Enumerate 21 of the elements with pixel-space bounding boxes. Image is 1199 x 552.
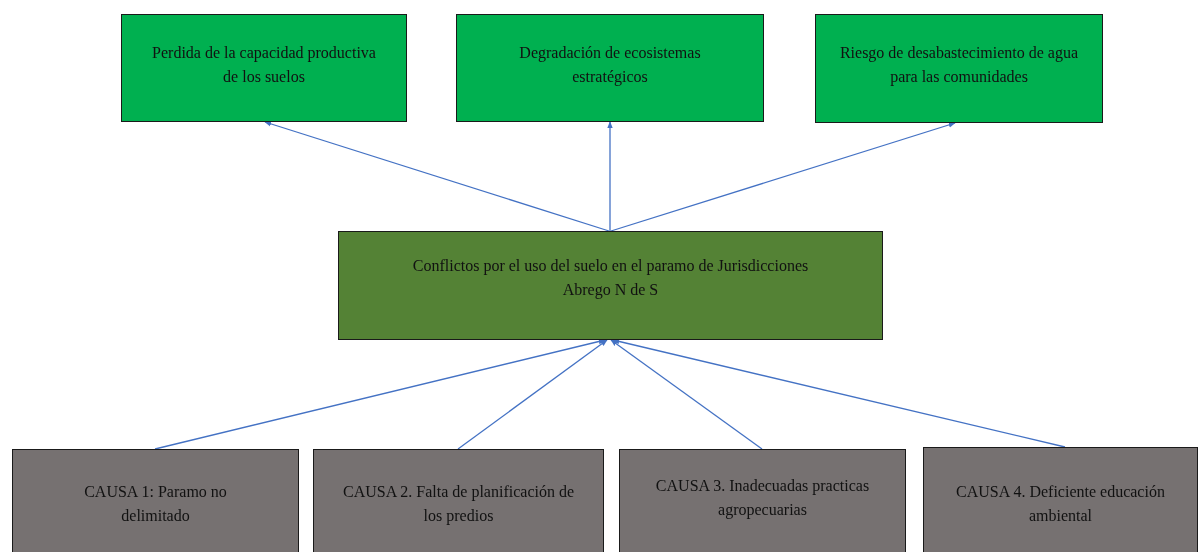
arrow <box>607 121 613 232</box>
box-text: Conflictos por el uso del suelo en el paramo de Jurisdicciones Abrego N de S <box>411 256 810 301</box>
box-text: CAUSA 3. Inadecuadas practicas agropecuarias <box>654 476 871 521</box>
arrow <box>610 339 763 450</box>
cause-box <box>313 449 604 552</box>
cause-box <box>923 447 1198 552</box>
cause-box <box>12 449 299 552</box>
arrow <box>264 121 610 232</box>
arrow <box>610 122 956 232</box>
box-text: CAUSA 1: Paramo no delimitado <box>83 482 228 526</box>
box-text: Perdida de la capacidad productiva de los suelos <box>151 43 377 87</box>
arrow <box>457 339 608 450</box>
problem-box <box>338 231 883 340</box>
effect-box <box>456 14 764 122</box>
cause-box <box>619 449 906 552</box>
effect-box <box>121 14 407 122</box>
box-text: Riesgo de desabastecimiento de agua para las comunidades <box>838 43 1080 88</box>
box-text: Degradación de ecosistemas estratégicos <box>518 43 702 88</box>
box-text: CAUSA 2. Falta de planificación de los predios <box>341 482 576 527</box>
box-text: CAUSA 4. Deficiente educación ambiental <box>955 482 1166 526</box>
effect-box <box>815 14 1103 123</box>
